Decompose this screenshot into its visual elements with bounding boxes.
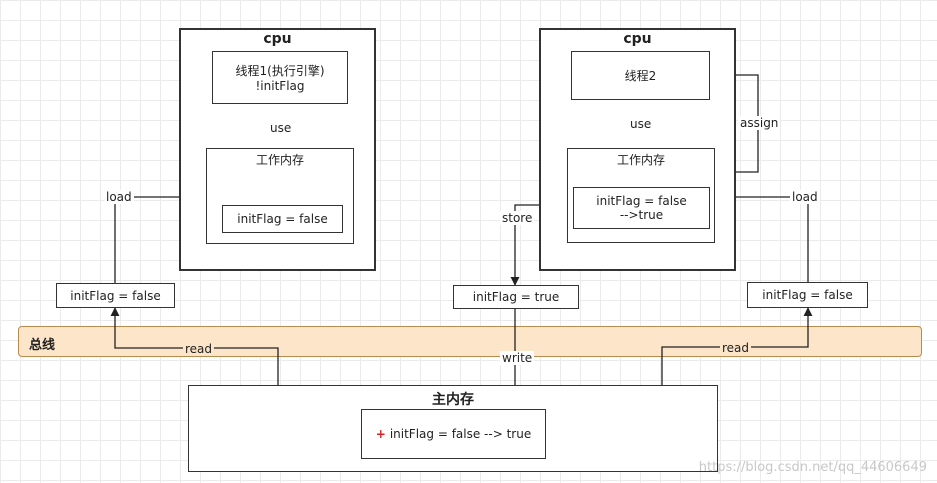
bus-band: 总线 (18, 326, 922, 357)
middle-value-box: initFlag = true (453, 285, 579, 309)
main-memory-value: initFlag = false --> true (389, 427, 532, 441)
cpu-left-title: cpu (263, 31, 292, 47)
cpu-right-title: cpu (623, 31, 652, 47)
thread-1-condition: !initFlag (255, 79, 305, 93)
right-value-box: initFlag = false (747, 282, 868, 308)
label-load-left: load (104, 190, 134, 204)
thread-2-name: 线程2 (624, 69, 657, 83)
main-memory-value-box: + initFlag = false --> true (361, 409, 546, 459)
watermark: https://blog.csdn.net/qq_44606649 (698, 460, 927, 475)
label-read-left: read (183, 342, 215, 356)
label-use-right: use (628, 117, 654, 131)
work-memory-right-value-line1: initFlag = false (596, 194, 687, 208)
work-memory-left-value: initFlag = false (222, 205, 343, 233)
work-memory-right-value: initFlag = false -->true (573, 187, 710, 229)
label-store: store (500, 211, 535, 225)
label-read-right: read (720, 341, 752, 355)
work-memory-left-title: 工作内存 (255, 153, 304, 167)
label-write: write (500, 351, 535, 365)
thread-1-name: 线程1(执行引擎) (235, 64, 325, 78)
label-assign: assign (738, 116, 781, 130)
work-memory-right-value-line2: -->true (619, 208, 664, 222)
plus-icon: + (375, 427, 386, 441)
thread-2-box: 线程2 (571, 51, 710, 100)
main-memory-title: 主内存 (432, 392, 474, 408)
work-memory-right-title: 工作内存 (616, 153, 665, 167)
thread-1-box: 线程1(执行引擎) !initFlag (212, 51, 348, 104)
label-load-right: load (790, 190, 820, 204)
label-use-left: use (268, 121, 294, 135)
left-value-box: initFlag = false (56, 283, 175, 308)
bus-label: 总线 (29, 338, 56, 353)
